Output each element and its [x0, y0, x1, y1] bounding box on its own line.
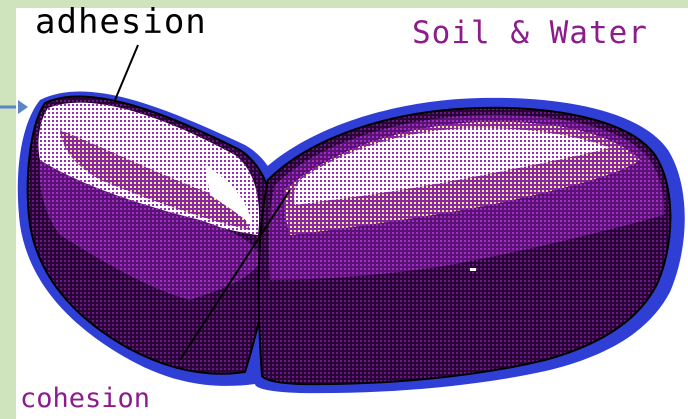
diagram-title: Soil & Water [412, 18, 648, 49]
soil-grain-left [28, 96, 275, 373]
adhesion-label: adhesion [35, 5, 207, 39]
cohesion-label: cohesion [20, 385, 150, 412]
pointer-arrow-icon [0, 100, 28, 114]
adhesion-leader-line [115, 45, 138, 100]
